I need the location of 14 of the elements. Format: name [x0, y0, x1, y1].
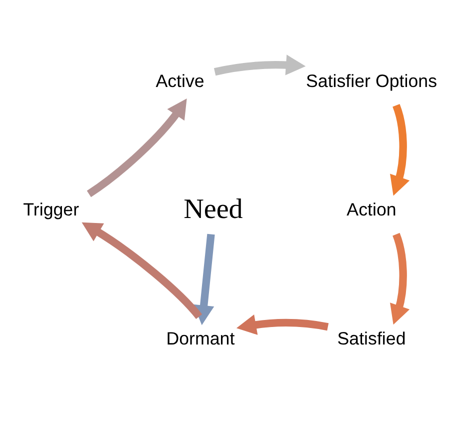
node-text: Active: [156, 70, 204, 91]
arrow: [194, 234, 215, 326]
node-text: Satisfier Options: [306, 70, 438, 91]
arrow: [82, 222, 202, 320]
arrow: [86, 98, 187, 198]
node-text: Action: [346, 200, 396, 220]
node-text: Satisfied: [337, 328, 406, 349]
arrow: [214, 54, 306, 76]
arrow: [390, 233, 410, 325]
arrow: [390, 104, 410, 196]
node-text: Trigger: [23, 200, 80, 220]
node-text: Need: [184, 194, 243, 226]
node-text: Dormant: [166, 328, 235, 349]
arrow: [236, 314, 329, 335]
